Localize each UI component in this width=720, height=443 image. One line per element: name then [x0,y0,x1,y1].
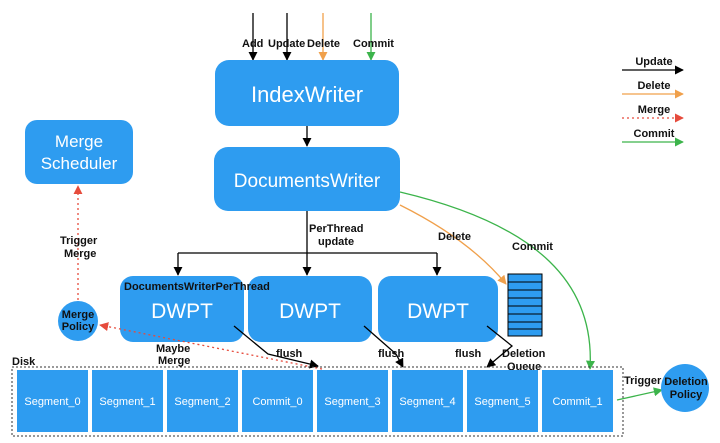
dwpt-block-1 [120,276,244,342]
index-writer-block [215,60,399,126]
segment-box-0 [17,370,88,432]
maybe-merge-label-1: Maybe [156,343,190,355]
dwpt-label-2: DWPT [279,300,341,323]
flush-arrow-1 [233,325,319,369]
segment-label-2: Segment_2 [174,396,230,408]
segment-box-4 [317,370,388,432]
merge-policy-label-2: Policy [62,321,95,333]
deletion-queue-stack [507,273,543,337]
disk-segments: Segment_0 Segment_1 Segment_2 Commit_0 Segme… [17,370,613,432]
trigger-arrow [616,387,663,401]
delete-input-label: Delete [307,38,340,50]
flush-label-1: flush [276,348,303,360]
segment-box-2 [167,370,238,432]
deletion-queue-label-1: Deletion [502,348,546,360]
segment-label-1: Segment_1 [99,396,155,408]
trigger-merge-label-2: Merge [64,248,96,260]
segment-label-0: Segment_0 [24,396,80,408]
segment-box-3 [242,370,313,432]
delete-edge-label: Delete [438,231,471,243]
flush-arrow-3 [486,325,514,368]
segment-label-6: Segment_5 [474,396,530,408]
index-writer-label: IndexWriter [251,82,363,107]
merge-policy-label-1: Merge [62,309,94,321]
dwpt-caption: DocumentsWriterPerThread [124,281,270,293]
segment-box-5 [392,370,463,432]
segment-label-5: Segment_4 [399,396,455,408]
documents-writer-label: DocumentsWriter [234,171,381,192]
flush-arrow-2 [363,325,404,368]
merge-scheduler-block [25,120,133,184]
disk-boundary [11,366,624,437]
commit-edge-label: Commit [512,241,553,253]
perthread-label-2: update [318,236,354,248]
deletion-policy-label-2: Policy [670,389,703,401]
legend-label-2: Merge [638,104,670,116]
segment-box-7 [542,370,613,432]
dwpt-block-3 [378,276,498,342]
documents-writer-block [214,147,400,211]
flush-label-3: flush [455,348,482,360]
trigger-merge-label-1: Trigger [60,235,98,247]
delete-to-queue-arrow [399,204,507,285]
dwpt-label-1: DWPT [151,300,213,323]
legend-label-3: Commit [634,128,675,140]
trigger-label: Trigger [624,375,662,387]
input-arrows [248,13,376,61]
merge-scheduler-label-1: Merge [55,132,103,151]
legend-label-0: Update [635,56,672,68]
commit-to-commit1-arrow [399,191,596,370]
commit-input-label: Commit [353,38,394,50]
deletion-policy-node [661,364,709,412]
dwpt-label-3: DWPT [407,300,469,323]
perthread-label-1: PerThread [309,223,363,235]
add-label: Add [242,38,263,50]
dwpt-block-2 [248,276,372,342]
segment-label-3: Commit_0 [252,396,302,408]
segment-box-1 [92,370,163,432]
merge-scheduler-label-2: Scheduler [41,154,118,173]
disk-label: Disk [12,356,36,368]
update-label: Update [268,38,305,50]
legend-label-1: Delete [637,80,670,92]
segment-label-4: Segment_3 [324,396,380,408]
merge-policy-node [58,301,98,341]
segment-box-6 [467,370,538,432]
flush-label-2: flush [378,348,405,360]
maybe-merge-label-2: Merge [158,355,190,367]
deletion-policy-label-1: Deletion [664,376,708,388]
segment-label-7: Commit_1 [552,396,602,408]
